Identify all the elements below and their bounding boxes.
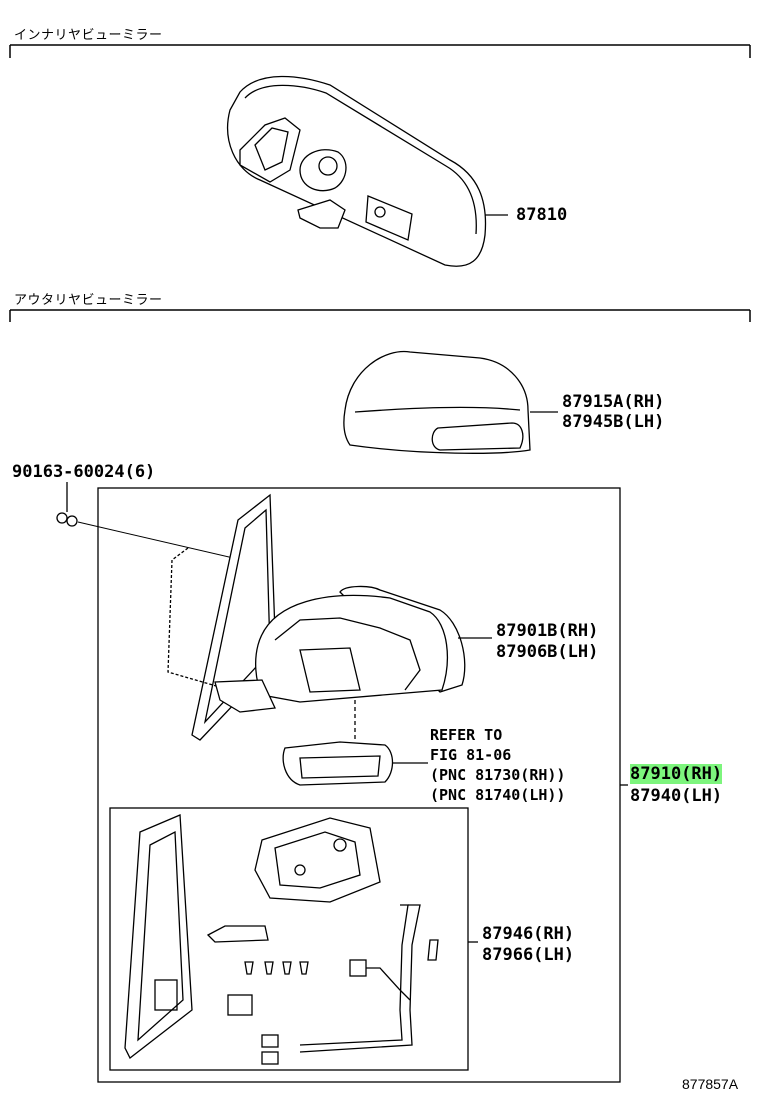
screws [244,961,309,975]
outer-mirror-section-title: アウタリヤビューミラー [14,293,163,308]
part-87940-lh-label[interactable]: 87940(LH) [630,786,723,806]
outer-section-bracket [9,309,751,322]
part-87966-lh-label[interactable]: 87966(LH) [482,945,575,965]
part-87906-lh-label[interactable]: 87906B(LH) [496,642,599,662]
bolt-drawing [56,482,256,564]
figure-id: 877857A [682,1076,739,1092]
inner-section-bracket [9,44,751,58]
inner-mirror-drawing [226,75,508,267]
inner-mirror-section-title: インナリヤビューミラー [14,28,163,43]
refer-line3: (PNC 81730(RH)) [430,766,566,784]
refer-line2: FIG 81-06 [430,746,512,764]
part-90163-label[interactable]: 90163-60024(6) [12,462,156,482]
part-87910-rh-label[interactable]: 87910(RH) [630,764,723,784]
part-87946-rh-label[interactable]: 87946(RH) [482,924,575,944]
wire-harness-drawing [261,904,439,1065]
part-87915-rh-label[interactable]: 87915A(RH) [562,392,665,412]
assembly-outline [97,487,628,1083]
turn-signal-drawing [282,741,428,786]
refer-line1: REFER TO [430,726,503,744]
part-87945-lh-label[interactable]: 87945B(LH) [562,412,665,432]
actuator-drawing [254,817,381,903]
sub-assembly-box [109,807,478,1071]
part-87810-label[interactable]: 87810 [516,205,568,225]
small-parts-drawing [206,925,309,1016]
cover-drawing [343,350,558,454]
refer-line4: (PNC 81740(LH)) [430,786,566,804]
part-87901-rh-label[interactable]: 87901B(RH) [496,621,599,641]
part-87910-highlight: 87910(RH) [630,764,723,784]
visor-drawing [214,585,492,740]
bracket-drawing [124,814,193,1059]
